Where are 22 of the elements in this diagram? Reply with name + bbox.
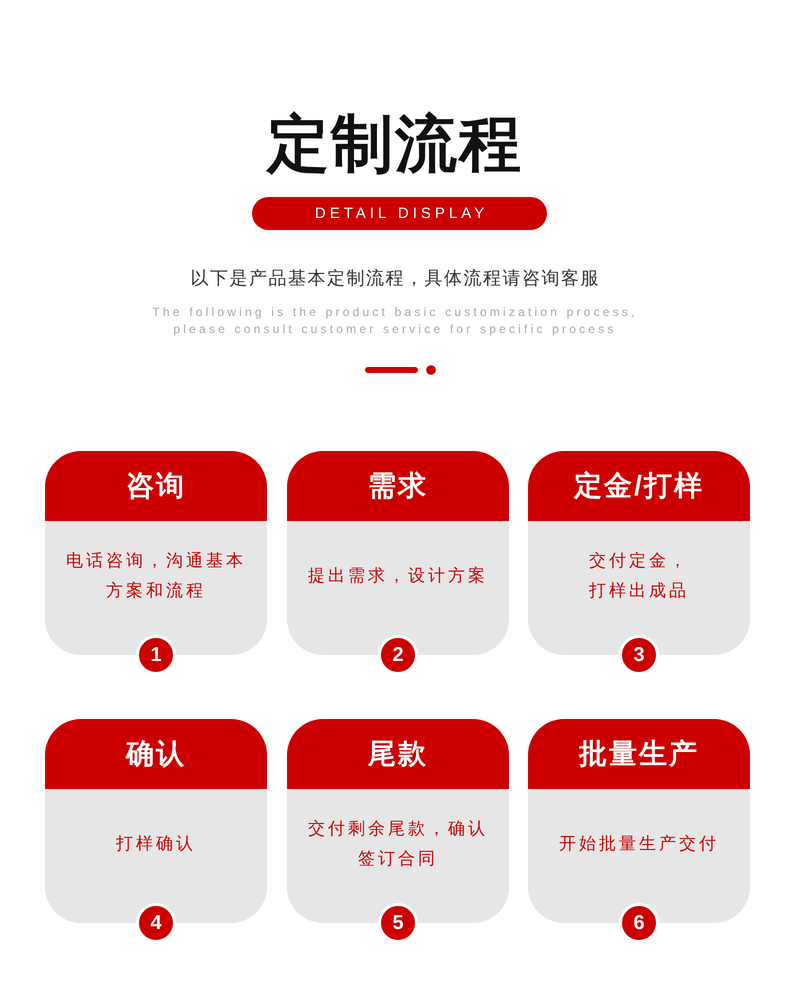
step-number: 1	[136, 635, 176, 675]
step-description: 电话咨询，沟通基本方案和流程	[65, 550, 247, 602]
step-number: 3	[619, 635, 659, 675]
step-heading: 定金/打样	[528, 451, 750, 521]
step-heading: 尾款	[287, 719, 509, 789]
title: 定制流程	[264, 109, 524, 181]
subtitle-english: The following is the product basic customization process, please consult customer service for specific process	[151, 304, 639, 338]
step-description: 交付剩余尾款，确认签订合同	[307, 818, 489, 870]
step-description: 打样确认	[116, 833, 196, 855]
step-number: 5	[378, 903, 418, 943]
step-number: 2	[378, 635, 418, 675]
step-heading: 确认	[45, 719, 267, 789]
step-number: 6	[619, 903, 659, 943]
step-description: 提出需求，设计方案	[308, 565, 488, 587]
subtitle: 以下是产品基本定制流程，具体流程请咨询客服	[189, 267, 601, 290]
step-heading: 咨询	[45, 451, 267, 521]
step-description: 开始批量生产交付	[559, 833, 719, 855]
step-heading: 批量生产	[528, 719, 750, 789]
step-description: 交付定金，打样出成品	[588, 550, 690, 602]
section-tag: DETAIL DISPLAY	[252, 197, 547, 230]
step-number: 4	[136, 903, 176, 943]
step-heading: 需求	[287, 451, 509, 521]
